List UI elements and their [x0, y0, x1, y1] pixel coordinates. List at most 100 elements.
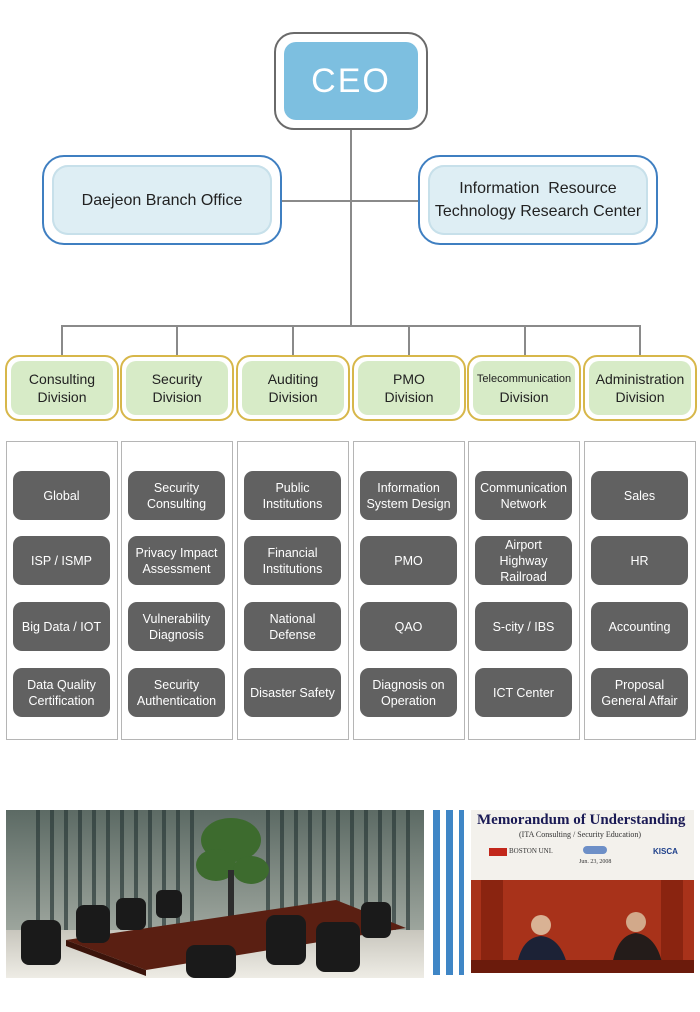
unit-box: ISP / ISMP	[13, 536, 110, 585]
division-name-line2: Division	[152, 389, 202, 405]
unit-label-l1: Airport	[505, 537, 542, 552]
division-name-line2: Division	[37, 389, 87, 405]
mou-signing-photo: Memorandum of Understanding (ITA Consult…	[471, 810, 694, 973]
mou-banner: Memorandum of Understanding (ITA Consult…	[471, 810, 694, 880]
division-name-line1: Consulting	[28, 371, 96, 387]
unit-label-l1: Privacy Impact	[135, 545, 218, 560]
ceo-label: CEO	[284, 42, 418, 120]
unit-label-l1: Global	[43, 488, 80, 503]
unit-label-l1: Disaster Safety	[250, 685, 335, 700]
division-name-line2: Division	[615, 389, 665, 405]
unit-label-l2: Network	[500, 496, 547, 511]
division-name-line1: Auditing	[267, 371, 319, 387]
unit-label-l1: Diagnosis on	[372, 677, 445, 692]
unit-label-l1: Communication	[480, 480, 567, 495]
unit-label-l1: ISP / ISMP	[31, 553, 92, 568]
unit-label-l2: Assessment	[142, 561, 211, 576]
mou-title: Memorandum of Understanding	[477, 812, 686, 828]
mou-org1-logo	[489, 848, 507, 856]
connector-branch	[280, 200, 420, 202]
division-name-line2: Division	[384, 389, 434, 405]
unit-label-l1: Vulnerability	[142, 611, 211, 626]
unit-box: Accounting	[591, 602, 688, 651]
connector-div-3	[292, 325, 294, 357]
connector-ceo-vertical	[350, 130, 352, 326]
unit-box: Big Data / IOT	[13, 602, 110, 651]
conference-room-photo	[6, 810, 424, 978]
mou-signing-scene	[471, 880, 694, 973]
unit-label-l2: Operation	[381, 693, 436, 708]
unit-label-l1: PMO	[394, 553, 423, 568]
unit-label-l2: Highway	[499, 553, 548, 568]
unit-label-l1: Proposal	[614, 677, 665, 692]
unit-box: QAO	[360, 602, 457, 651]
unit-label-l1: Data Quality	[27, 677, 96, 692]
division-name-line1: Telecommunication	[476, 373, 572, 385]
division-name-line2: Division	[499, 389, 549, 405]
research-center-line1: Information Resource	[459, 180, 617, 197]
unit-box: HR	[591, 536, 688, 585]
connector-div-6	[639, 325, 641, 357]
unit-box: S-city / IBS	[475, 602, 572, 651]
divider-stripe-1	[433, 810, 440, 975]
unit-label-l1: Big Data / IOT	[21, 619, 102, 634]
unit-label-l1: Public	[275, 480, 310, 495]
unit-box: Sales	[591, 471, 688, 520]
connector-div-1	[61, 325, 63, 357]
unit-label-l2: System Design	[366, 496, 451, 511]
mou-date: Jun. 23, 2008	[579, 859, 612, 865]
unit-label-l1: ICT Center	[493, 685, 554, 700]
connector-divisions-horizontal	[61, 325, 641, 327]
unit-label-l1: Information	[377, 480, 440, 495]
unit-box: Global	[13, 471, 110, 520]
connector-div-4	[408, 325, 410, 357]
unit-box: Disaster Safety	[244, 668, 341, 717]
unit-label-l1: S-city / IBS	[492, 619, 555, 634]
unit-label-l2: Certification	[28, 693, 95, 708]
division-name-line1: Administration	[595, 371, 685, 387]
unit-label-l2: Institutions	[262, 561, 323, 576]
division-name-line2: Division	[268, 389, 318, 405]
unit-label-l1: Accounting	[608, 619, 671, 634]
unit-label-l2: Consulting	[146, 496, 207, 511]
unit-label-l2: Authentication	[136, 693, 217, 708]
unit-label-l3: Railroad	[500, 569, 547, 584]
unit-box: ICT Center	[475, 668, 572, 717]
unit-label-l1: Financial	[267, 545, 318, 560]
unit-label-l1: Sales	[623, 488, 656, 503]
unit-label-l1: Security	[153, 677, 200, 692]
conference-room-image	[6, 810, 424, 978]
mou-center-logo	[583, 846, 607, 854]
unit-label-l2: Institutions	[262, 496, 323, 511]
division-header: PMO Division	[358, 361, 460, 415]
mou-org1: BOSTON UNI.	[509, 847, 553, 855]
mou-org2: KISCA	[653, 847, 678, 856]
division-name-line1: PMO	[393, 371, 425, 387]
connector-div-5	[524, 325, 526, 357]
branch-office-label: Daejeon Branch Office	[52, 165, 272, 235]
connector-div-2	[176, 325, 178, 357]
research-center-label: Information Resource Technology Research…	[428, 165, 648, 235]
unit-label-l2: General Affair	[601, 693, 678, 708]
